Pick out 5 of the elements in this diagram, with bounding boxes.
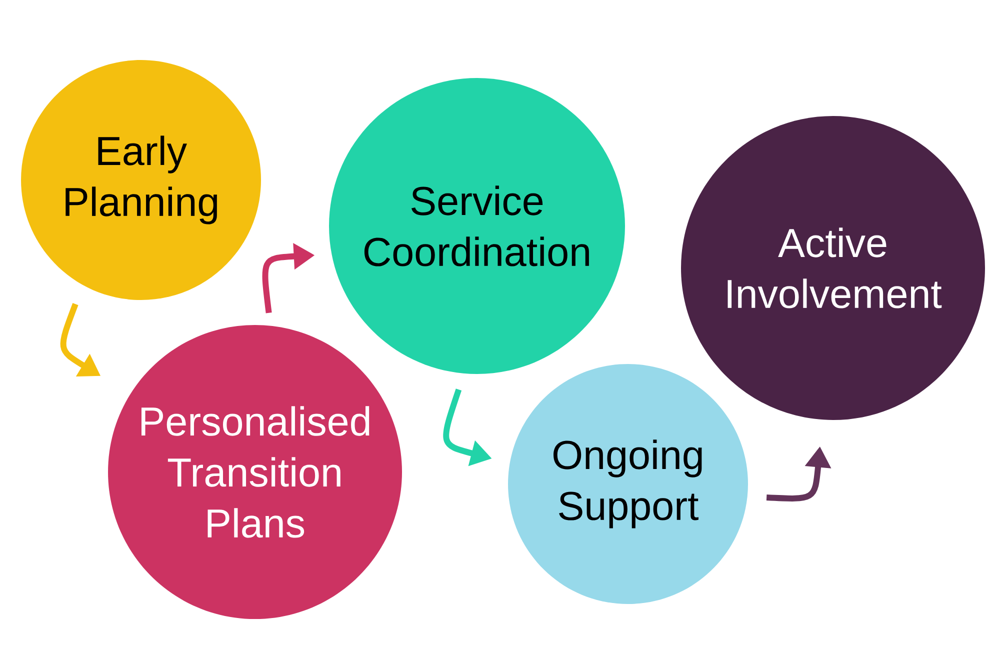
circle-node: Early Planning [21,60,261,300]
circle-node: Active Involvement [681,116,985,420]
circle-node: Service Coordination [329,78,625,374]
circle-node: Personalised Transition Plans [108,325,402,619]
circle-node: Ongoing Support [508,364,748,604]
